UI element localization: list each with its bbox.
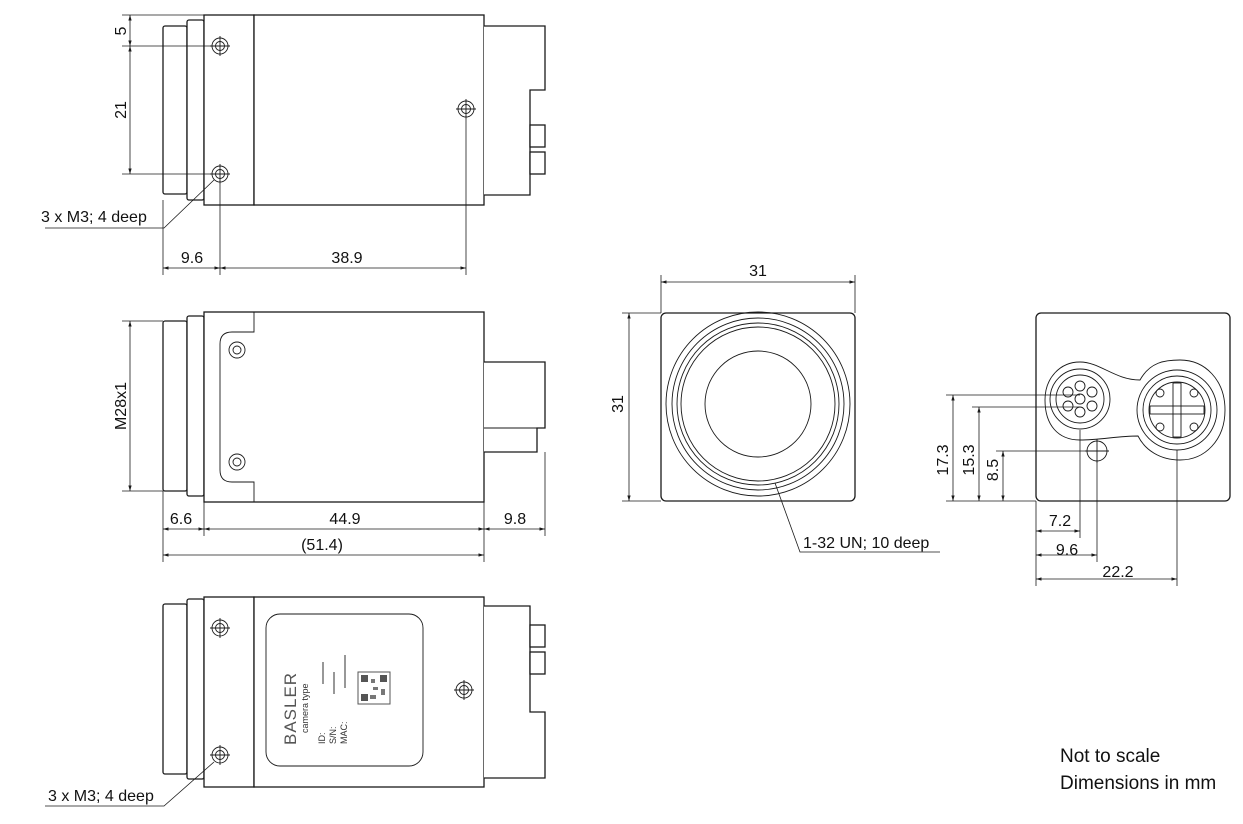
mount-hole bbox=[210, 618, 230, 638]
dim-back-h2: 9.6 bbox=[1056, 542, 1078, 559]
back-view bbox=[946, 312, 1231, 586]
dim-back-v1: 17.3 bbox=[935, 444, 952, 475]
side-housing bbox=[203, 311, 485, 503]
dim-back-v2: 15.3 bbox=[961, 444, 978, 475]
lens-collar bbox=[186, 598, 205, 780]
leader-line bbox=[774, 482, 940, 553]
dim-back-h1: 7.2 bbox=[1049, 513, 1071, 530]
dim-front-height: 31 bbox=[610, 395, 627, 413]
dim-top-v-upper: 5 bbox=[113, 26, 130, 35]
screw-icon bbox=[228, 341, 246, 359]
qr-code bbox=[357, 671, 391, 705]
dim-side-lens: 6.6 bbox=[170, 511, 192, 528]
front-view bbox=[622, 275, 940, 553]
lens-ring bbox=[162, 320, 188, 492]
dim-side-thread: M28x1 bbox=[113, 382, 130, 430]
dim-side-total: (51.4) bbox=[301, 537, 343, 554]
dim-back-h3: 22.2 bbox=[1102, 564, 1133, 581]
label-sn: S/N: bbox=[328, 726, 338, 744]
ethernet-connector bbox=[1136, 369, 1218, 451]
dim-back-v3: 8.5 bbox=[985, 459, 1002, 481]
connector-tab bbox=[529, 124, 546, 148]
dim-side-body: 44.9 bbox=[329, 511, 360, 528]
leader-line bbox=[45, 179, 215, 229]
label-mac: MAC: bbox=[339, 722, 349, 745]
sensor-opening bbox=[704, 350, 812, 458]
screw-icon bbox=[228, 453, 246, 471]
label-camera-type: camera type bbox=[300, 683, 310, 733]
note-units: Dimensions in mm bbox=[1060, 773, 1216, 794]
connector-block bbox=[484, 605, 546, 779]
connector-tab bbox=[529, 624, 546, 648]
connector-tab bbox=[529, 151, 546, 175]
lens-collar bbox=[186, 19, 205, 201]
connector-recess bbox=[1044, 359, 1226, 461]
lens-ring bbox=[162, 25, 188, 195]
dim-top-h-right: 38.9 bbox=[331, 250, 362, 267]
dim-top-h-left: 9.6 bbox=[181, 250, 203, 267]
note-not-to-scale: Not to scale bbox=[1060, 746, 1160, 767]
bottom-view bbox=[45, 596, 546, 807]
lens-ring bbox=[162, 603, 188, 775]
mount-hole bbox=[454, 680, 474, 700]
side-panel-outline bbox=[219, 312, 255, 502]
lens-collar bbox=[186, 315, 205, 497]
mount-hole bbox=[456, 99, 476, 119]
connector-block bbox=[484, 361, 546, 453]
top-view bbox=[45, 14, 546, 275]
dim-side-conn: 9.8 bbox=[504, 511, 526, 528]
callout-top-holes: 3 x M3; 4 deep bbox=[41, 209, 147, 226]
io-connector bbox=[1049, 368, 1111, 430]
main-housing bbox=[253, 596, 485, 788]
mount-hole bbox=[210, 164, 230, 184]
mount-hole bbox=[210, 36, 230, 56]
callout-bottom-holes: 3 x M3; 4 deep bbox=[48, 788, 154, 805]
side-view bbox=[122, 311, 546, 562]
dim-top-v-lower: 21 bbox=[113, 101, 130, 119]
label-id: ID: bbox=[317, 732, 327, 744]
front-housing bbox=[203, 14, 255, 206]
dim-front-width: 31 bbox=[749, 263, 767, 280]
leader-line bbox=[45, 761, 215, 807]
front-face bbox=[660, 312, 856, 502]
front-housing bbox=[203, 596, 255, 788]
product-label bbox=[265, 613, 424, 767]
callout-front-thread: 1-32 UN; 10 deep bbox=[803, 535, 929, 552]
label-brand: BASLER bbox=[281, 672, 300, 745]
main-housing bbox=[253, 14, 485, 206]
connector-tab bbox=[529, 651, 546, 675]
mount-hole bbox=[210, 745, 230, 765]
